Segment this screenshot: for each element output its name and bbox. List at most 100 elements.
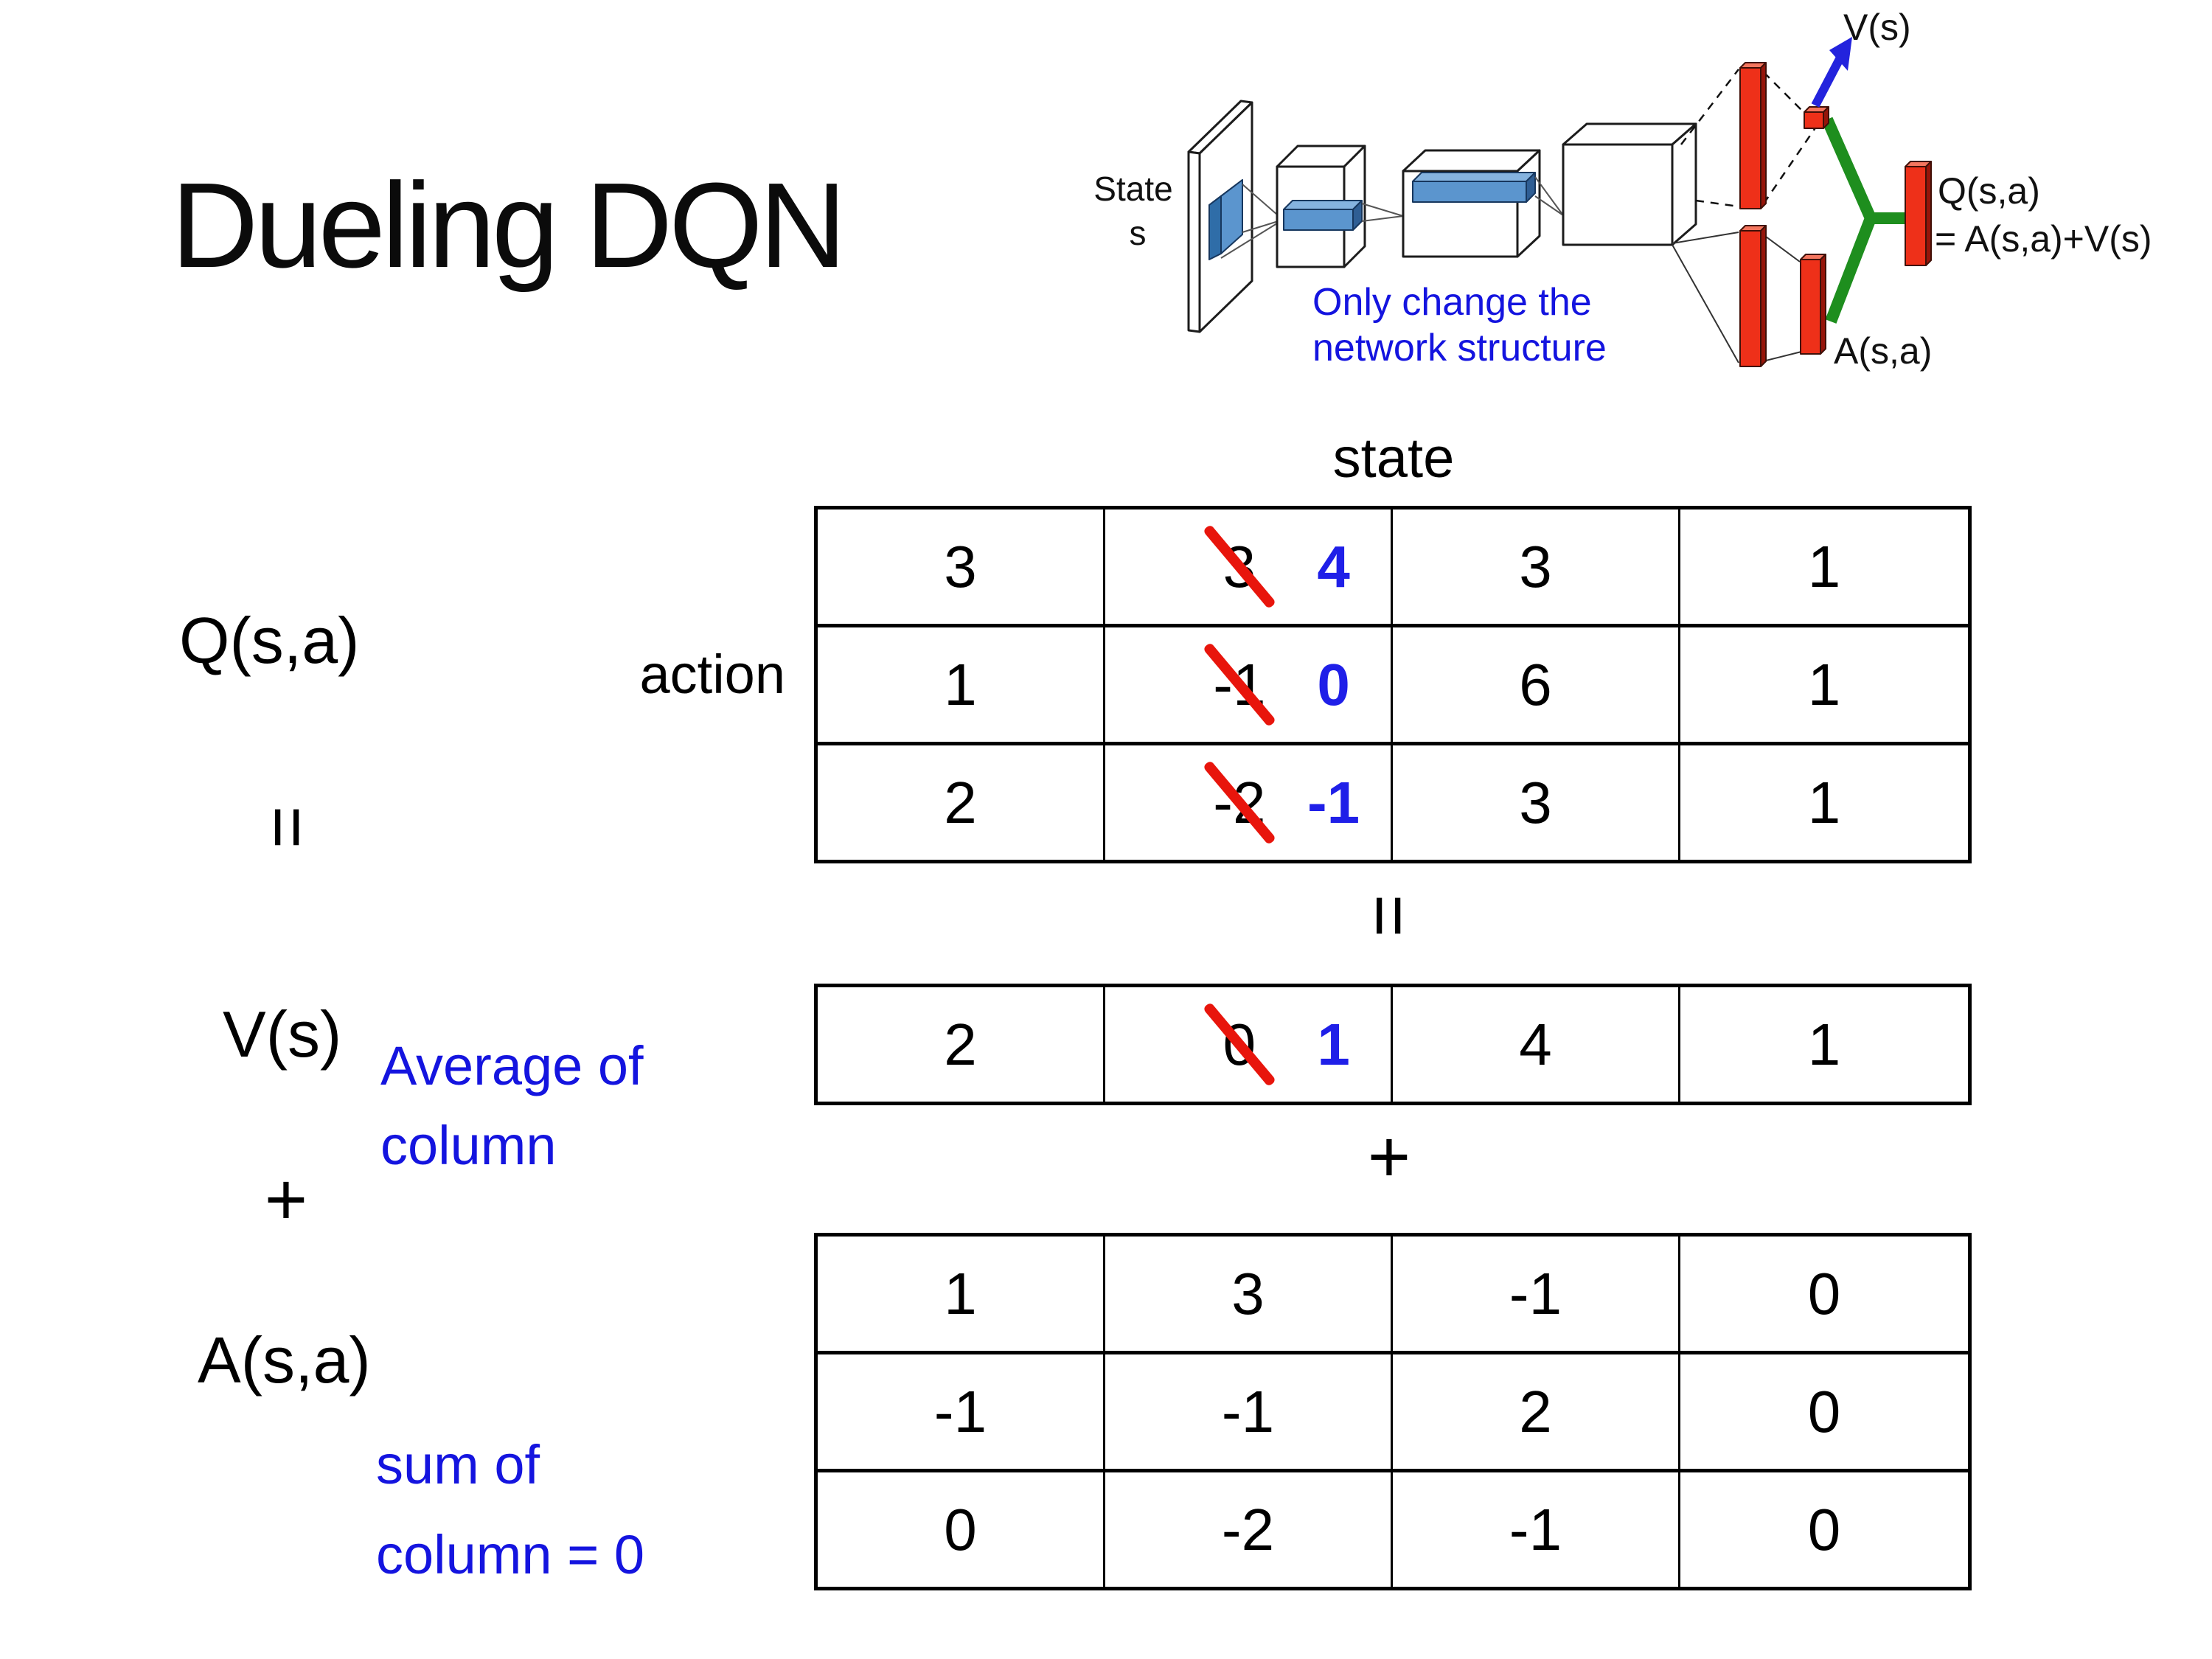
a-table-cell: -2 [1105,1472,1393,1587]
cell-value: 0 [944,1496,977,1562]
q-table-cell: 2 [818,745,1105,860]
diagram-v-output-label: V(s) [1843,7,1911,48]
value-arrow [1811,37,1852,108]
state-axis-label: state [1332,427,1455,490]
diagram-q-output-label-line1: Q(s,a) [1938,170,2040,212]
value-scalar-node [1804,106,1829,129]
value-stream-dashed-lines [1680,69,1818,208]
a-table-cell: 0 [1680,1472,1968,1587]
v-table-cell: 2 [818,987,1105,1102]
cell-value: 1 [1807,769,1841,835]
a-table: 1 3 -1 0 -1 -1 2 0 0 -2 -1 0 [814,1233,1972,1590]
dueling-network-diagram: State s Only change the network structur… [1093,7,2152,372]
diagram-state-label-line1: State [1093,170,1172,208]
cell-value: 3 [1519,533,1552,599]
cell-value: 2 [1519,1378,1552,1444]
feature-bar-2 [1412,172,1536,203]
q-table-cell: 3 [1393,509,1680,627]
v-note-line2: column [380,1115,557,1176]
a-table-cell: 3 [1105,1237,1393,1354]
cell-value: 3 [1231,1260,1265,1326]
new-value: 4 [1317,533,1350,599]
q-table-cell: 1 [818,627,1105,745]
v-note-line1: Average of [380,1035,644,1096]
cell-value: 2 [944,769,977,835]
a-table-cell: 1 [818,1237,1105,1354]
q-table: 3 3 4 3 1 1 -1 0 6 1 2 -2 -1 3 1 [814,506,1972,863]
cell-value: 1 [944,651,977,717]
new-value: -1 [1307,769,1360,835]
q-table-cell: 1 [1680,627,1968,745]
cell-value: 3 [944,533,977,599]
q-matrix-label: Q(s,a) [179,604,360,677]
cell-value: -1 [1509,1260,1562,1326]
cell-value: -1 [1509,1496,1562,1562]
new-value: 0 [1317,651,1350,717]
cell-value: 0 [1807,1496,1841,1562]
v-table-crossed-cell: 0 1 [1105,987,1393,1102]
a-table-cell: 0 [818,1472,1105,1587]
v-note: Average of column [380,1026,644,1186]
v-matrix-label: V(s) [223,998,342,1071]
v-table-cell: 4 [1393,987,1680,1102]
q-table-cell: 3 [1393,745,1680,860]
diagram-state-label-line2: s [1130,214,1147,252]
q-table-cell: 3 [818,509,1105,627]
diagram-note-line1: Only change the [1312,281,1592,324]
cell-value: 0 [1807,1378,1841,1444]
cell-value: 1 [944,1260,977,1326]
a-note-line1: sum of [376,1434,540,1495]
a-table-cell: 0 [1680,1237,1968,1354]
conv-filter-shape [1208,179,1243,260]
merge-connector [1821,116,1907,324]
q-table-crossed-cell: -2 -1 [1105,745,1393,860]
q-output-bar [1905,161,1932,266]
a-table-cell: 2 [1393,1354,1680,1472]
action-axis-label: action [639,644,785,705]
plus-sign-center: + [1367,1116,1411,1198]
a-note-line2: column = 0 [376,1524,645,1585]
a-table-cell: 0 [1680,1354,1968,1472]
new-value: 1 [1317,1011,1350,1077]
conv-box-2 [1402,149,1541,258]
cell-value: -1 [1221,1378,1275,1444]
advantage-stream-lines [1672,232,1802,364]
cell-value: 2 [944,1011,977,1077]
a-note: sum of column = 0 [376,1420,644,1600]
value-stream-bar [1739,62,1767,209]
diagram-note-line2: network structure [1312,327,1607,369]
q-table-cell: 6 [1393,627,1680,745]
a-table-cell: -1 [1393,1237,1680,1354]
conv-box-3 [1562,122,1697,246]
projection-lines-3 [1534,176,1564,216]
cell-value: 1 [1807,1011,1841,1077]
diagram-q-output-label-line2: = A(s,a)+V(s) [1935,218,2152,260]
cell-value: 6 [1519,651,1552,717]
advantage-vector-bar [1800,254,1826,355]
feature-bar-1 [1283,200,1363,231]
a-table-cell: -1 [1393,1472,1680,1587]
cell-value: 1 [1807,533,1841,599]
v-table: 2 0 1 4 1 [814,984,1972,1105]
a-matrix-label: A(s,a) [198,1324,371,1397]
plus-sign-left: + [264,1158,308,1241]
cell-value: -1 [933,1378,987,1444]
cell-value: 3 [1519,769,1552,835]
page-title: Dueling DQN [171,158,846,293]
advantage-stream-bar [1739,225,1767,367]
q-table-cell: 1 [1680,509,1968,627]
q-table-crossed-cell: 3 4 [1105,509,1393,627]
projection-lines-2 [1361,203,1404,222]
cell-value: 0 [1807,1260,1841,1326]
cell-value: 1 [1807,651,1841,717]
equals-sign-left: = [246,805,330,849]
q-table-cell: 1 [1680,745,1968,860]
equals-sign-center: = [1348,894,1431,938]
q-table-crossed-cell: -1 0 [1105,627,1393,745]
cell-value: 4 [1519,1011,1552,1077]
diagram-a-output-label: A(s,a) [1834,330,1932,372]
a-table-cell: -1 [1105,1354,1393,1472]
a-table-cell: -1 [818,1354,1105,1472]
v-table-cell: 1 [1680,987,1968,1102]
